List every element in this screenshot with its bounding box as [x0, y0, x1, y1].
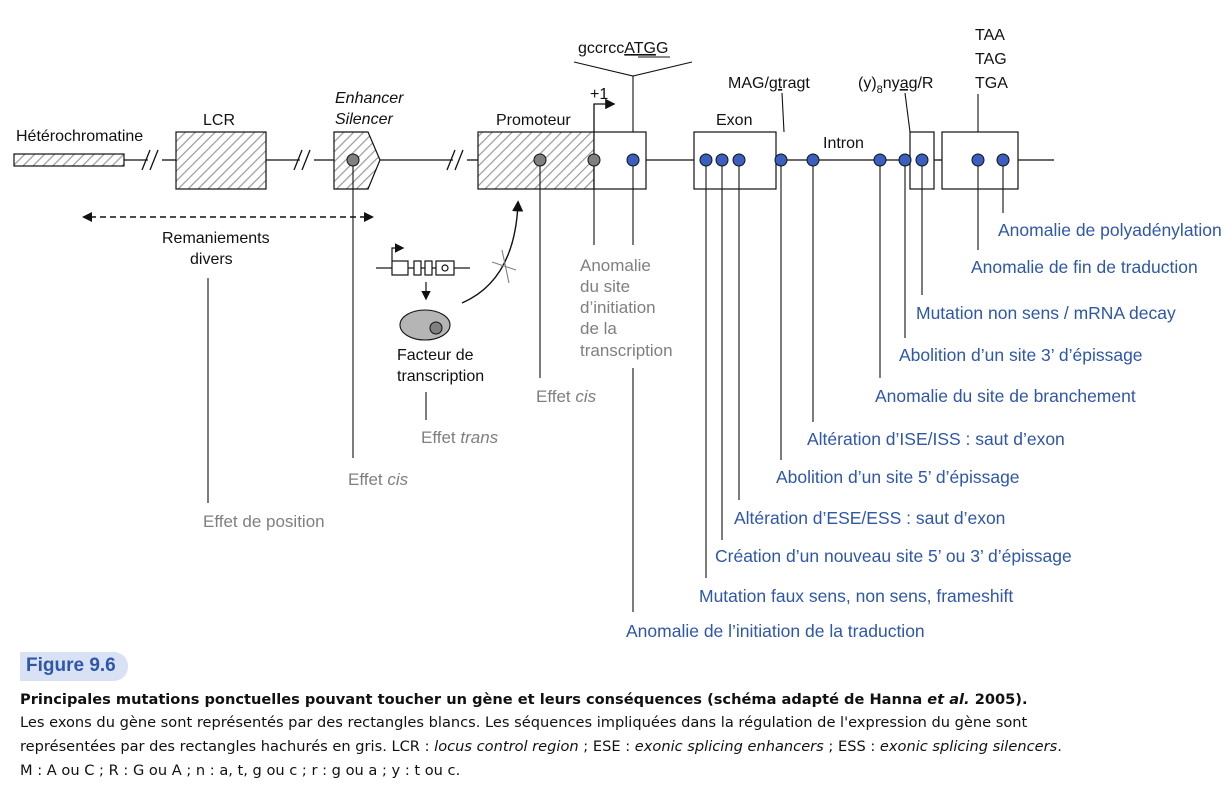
blue-leader-lines: [705, 160, 1004, 578]
stop-codon-tga: TGA: [975, 75, 1008, 92]
facteur-label-1: Facteur de: [397, 347, 474, 364]
consequence-site-5: Abolition d’un site 5’ d’épissage: [776, 467, 1020, 487]
anomalie-site-label-2: du site: [580, 277, 630, 296]
consequence-non-sens: Mutation non sens / mRNA decay: [916, 303, 1176, 323]
stop-codon-taa: TAA: [975, 27, 1005, 44]
figure-number: Figure 9.6: [20, 652, 128, 681]
blue-dot-ise: [806, 153, 820, 167]
gray-dot-promoter: [533, 153, 547, 167]
remaniements-label-1: Remaniements: [162, 230, 270, 247]
gray-mutation-dots: [346, 153, 601, 167]
consequence-nouveau-site: Création d’un nouveau site 5’ ou 3’ d’ép…: [715, 546, 1072, 566]
lcr-box: [175, 131, 267, 190]
figure-caption: Figure 9.6 Principales mutations ponctue…: [20, 652, 1220, 783]
transcription-factor-protein: [399, 309, 451, 341]
blue-dot-nonsense: [915, 153, 929, 167]
donor-site-label: MAG/gtragt: [728, 75, 810, 92]
stop-codon-tag: TAG: [975, 51, 1007, 68]
blue-dot-ese: [732, 153, 746, 167]
exon-label: Exon: [716, 112, 752, 129]
blue-mutation-dots: [626, 153, 1010, 167]
facteur-label-2: transcription: [397, 368, 484, 385]
acceptor-site-label: (y)8nyag/R: [858, 75, 933, 96]
effet-cis-promoteur-label: Effet cis: [536, 387, 597, 406]
anomalie-site-label-5: transcription: [580, 341, 673, 360]
transcription-start-arrow: [593, 98, 616, 132]
heterochromatin-region: [13, 153, 125, 167]
blue-dot-new-site: [715, 153, 729, 167]
silencer-label: Silencer: [335, 111, 393, 128]
kozak-sequence-label: gccrccATGG: [578, 40, 668, 57]
consequence-initiation-traduction: Anomalie de l’initiation de la traductio…: [626, 621, 925, 641]
plus1-label: +1: [590, 86, 608, 103]
consequence-faux-sens: Mutation faux sens, non sens, frameshift: [699, 586, 1013, 606]
consequence-polyadenylation: Anomalie de polyadénylation: [998, 220, 1222, 240]
remaniements-label-2: divers: [190, 251, 233, 268]
effet-cis-enhancer-label: Effet cis: [348, 470, 409, 489]
effet-trans-label: Effet trans: [421, 428, 499, 447]
gray-dot-enhancer: [346, 153, 360, 167]
blue-dot-missense: [699, 153, 713, 167]
consequence-branchement: Anomalie du site de branchement: [875, 386, 1136, 406]
effet-position-label: Effet de position: [203, 512, 325, 531]
anomalie-site-label-3: d’initiation: [580, 298, 656, 317]
transcription-factor-domain: [429, 321, 443, 335]
break-symbols: [141, 149, 464, 171]
intron-label: Intron: [823, 135, 864, 152]
trans-effect-arrow: [461, 200, 524, 304]
consequence-ese-ess: Altération d’ESE/ESS : saut d’exon: [734, 508, 1005, 528]
caption-title: Principales mutations ponctuelles pouvan…: [20, 691, 1028, 708]
lcr-label: LCR: [203, 112, 235, 129]
rearrangement-arrow: [82, 212, 374, 222]
blue-dot-3-site: [898, 153, 912, 167]
promoteur-label: Promoteur: [496, 112, 571, 129]
caption-line-1: Les exons du gène sont représentés par d…: [20, 714, 1028, 731]
kozak-bracket: [573, 61, 693, 77]
anomalie-site-label-1: Anomalie: [580, 256, 651, 275]
blue-dot-5-site: [774, 153, 788, 167]
blue-dot-polya: [996, 153, 1010, 167]
blue-dot-branch: [873, 153, 887, 167]
blue-dot-initiation: [626, 153, 640, 167]
heterochromatine-label: Hétérochromatine: [16, 128, 143, 145]
consequence-fin-traduction: Anomalie de fin de traduction: [971, 257, 1198, 277]
gray-dot-start-site: [587, 153, 601, 167]
enhancer-label: Enhancer: [335, 90, 404, 107]
caption-line-2: représentées par des rectangles hachurés…: [20, 738, 1062, 755]
anomalie-site-label-4: de la: [580, 319, 617, 338]
consequence-site-3: Abolition d’un site 3’ d’épissage: [899, 345, 1143, 365]
gray-leader-lines: [207, 160, 634, 612]
gene-mutation-diagram: Hétérochromatine LCR Enhancer Silencer P…: [13, 27, 1222, 641]
transcription-factor-gene: [376, 243, 470, 276]
consequence-ise-iss: Altération d’ISE/ISS : saut d’exon: [807, 429, 1065, 449]
blue-dot-stop: [971, 153, 985, 167]
caption-line-3: M : A ou C ; R : G ou A ; n : a, t, g ou…: [20, 762, 461, 779]
